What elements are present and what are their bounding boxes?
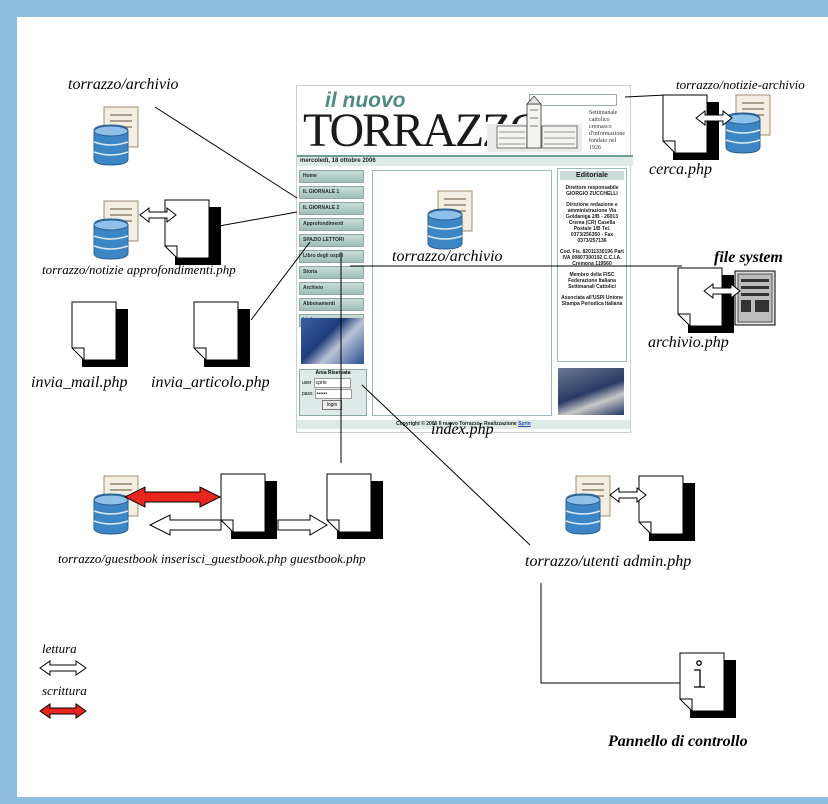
- label-utenti-admin: torrazzo/utenti admin.php: [525, 553, 691, 571]
- legend-scrittura: scrittura: [42, 683, 87, 699]
- document-icon: [639, 476, 695, 541]
- database-icon: [94, 201, 138, 259]
- write-arrow-icon: [125, 487, 220, 507]
- label-cerca-php: cerca.php: [649, 161, 712, 179]
- document-icon: [221, 474, 277, 539]
- label-guestbook-row: torrazzo/guestbook inserisci_guestbook.p…: [58, 551, 366, 567]
- label-invia-articolo: invia_articolo.php: [151, 374, 270, 392]
- label-torrazzo-notizie-approfondimenti: torrazzo/notizie approfondimenti.php: [42, 262, 236, 278]
- legend-write-arrow-icon: [40, 704, 86, 718]
- database-icon: [428, 191, 472, 249]
- label-torrazzo-notizie-archivio: torrazzo/notizie-archivio: [676, 77, 805, 93]
- document-icon: [72, 302, 128, 367]
- label-index-php: index.php: [431, 421, 494, 439]
- database-icon: [94, 107, 138, 165]
- label-archivio-php: archivio.php: [648, 334, 729, 352]
- database-icon: [566, 476, 610, 534]
- document-icon: [680, 653, 736, 718]
- legend-read-arrow-icon: [40, 661, 86, 675]
- document-icon: [663, 95, 719, 160]
- label-invia-mail: invia_mail.php: [31, 374, 127, 392]
- document-icon: [194, 302, 250, 367]
- read-arrow-icon: [150, 515, 221, 535]
- legend-lettura: lettura: [42, 641, 77, 657]
- database-icon: [94, 476, 138, 534]
- read-arrow-icon: [278, 515, 327, 535]
- label-torrazzo-archivio: torrazzo/archivio: [68, 76, 179, 94]
- document-icon: [678, 268, 734, 333]
- document-icon: [327, 474, 383, 539]
- database-icon: [726, 95, 770, 153]
- label-torrazzo-archivio-center: torrazzo/archivio: [392, 248, 503, 266]
- document-icon: [165, 200, 221, 265]
- server-icon: [735, 271, 775, 325]
- label-file-system: file system: [714, 249, 783, 267]
- label-pannello-di-controllo: Pannello di controllo: [608, 733, 748, 751]
